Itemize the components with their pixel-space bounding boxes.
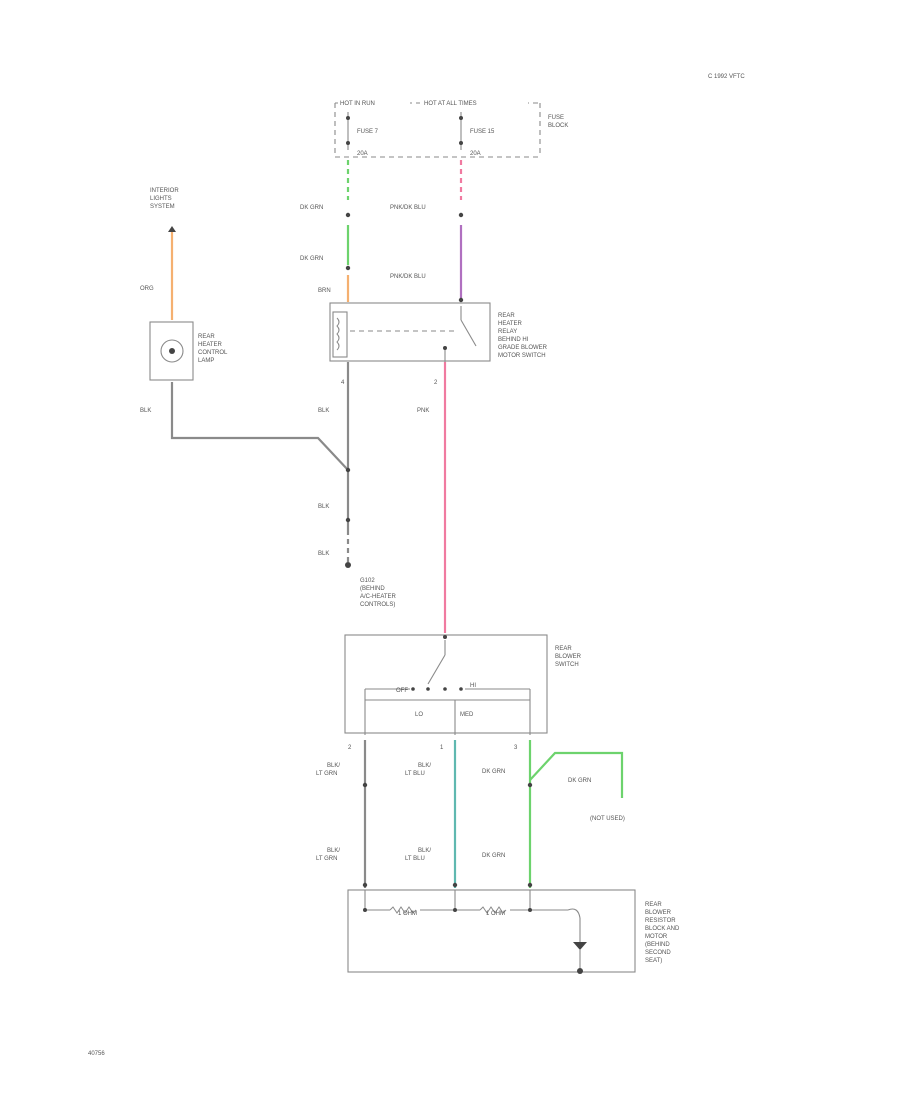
fuse-block-label-1: FUSE [548,115,564,121]
resistor-2-label: 1 OHM [486,911,505,917]
switch-pin-3: 3 [514,745,518,751]
not-used-label: (NOT USED) [590,816,625,822]
wire-label-blk-ltgrn-1a: BLK/ [327,763,340,769]
interior-lights-label-2: LIGHTS [150,196,172,202]
fuse-7-amps: 20A [357,151,368,157]
wire-label-pnk-blk-1: PNK/DK BLU [390,205,426,211]
resistor-label-4: BLOCK AND [645,926,680,932]
wire-label-dk-grn-2: DK GRN [300,256,323,262]
wire-label-blk-ltgrn-1b: LT GRN [316,771,337,777]
blower-motor-icon [573,942,587,950]
resistor-1-label: 1 OHM [398,911,417,917]
connector-arrow-icon [168,226,176,232]
wire-label-blk-2: BLK [318,504,329,510]
wire-label-dk-grn-1: DK GRN [300,205,323,211]
wire-label-blk-1: BLK [318,408,329,414]
wire-label-dk-grn-lower: DK GRN [482,853,505,859]
resistor-label-8: SEAT) [645,958,662,964]
wire-label-blk-ltblu-2b: LT BLU [405,856,425,862]
resistor-label-3: RESISTOR [645,918,676,924]
ground-icon [577,968,583,974]
resistor-label-7: SECOND [645,950,671,956]
rear-blower-switch [344,634,548,735]
relay-label-3: RELAY [498,329,517,335]
resistor-label-6: (BEHIND [645,942,670,948]
lamp-label-1: REAR [198,334,215,340]
relay-label-5: GRADE BLOWER [498,345,548,351]
wire-label-org: ORG [140,286,154,292]
fuse-block: HOT IN RUN HOT AT ALL TIMES FUSE 7 FUSE … [334,98,568,158]
relay-label-6: MOTOR SWITCH [498,353,546,359]
wire-label-blk-ltgrn-2b: LT GRN [316,856,337,862]
interior-lights-label-3: SYSTEM [150,204,175,210]
wire-label-pnk-blk-2: PNK/DK BLU [390,274,426,280]
lamp-label-4: LAMP [198,358,214,364]
resistor-label-2: BLOWER [645,910,672,916]
wire-label-blk-lamp: BLK [140,408,151,414]
hot-in-run-label: HOT IN RUN [340,101,375,107]
relay-label-2: HEATER [498,321,523,327]
interior-lights-label-1: INTERIOR [150,188,179,194]
resistor-label-1: REAR [645,902,662,908]
switch-off-label: OFF [396,688,408,694]
wire-label-brn: BRN [318,288,331,294]
ground-label-2: (BEHIND [360,586,385,592]
wire-label-blk-ltblu-1a: BLK/ [418,763,431,769]
switch-label-3: SWITCH [555,662,579,668]
ground-label-3: A/C-HEATER [360,594,397,600]
wire-dk-grn-branch [529,751,624,798]
wire-label-pnk: PNK [417,408,429,414]
switch-pin-1: 1 [440,745,444,751]
wire-label-blk-3: BLK [318,551,329,557]
relay-pin-2: 2 [434,380,438,386]
lamp-label-2: HEATER [198,342,223,348]
fuse-7-label: FUSE 7 [357,129,379,135]
copyright-code: C 1992 VFTC [708,74,745,80]
relay-label-1: REAR [498,313,515,319]
ground-label-1: G102 [360,578,375,584]
wire-blk-lamp [170,382,349,471]
wire-label-dk-grn-branch: DK GRN [568,778,591,784]
relay-label-4: BEHIND HI [498,337,529,343]
switch-label-1: REAR [555,646,572,652]
fuse-15-label: FUSE 15 [470,129,495,135]
rear-heater-control-lamp [149,321,194,381]
switch-pin-2: 2 [348,745,352,751]
wire-label-blk-ltgrn-2a: BLK/ [327,848,340,854]
lamp-label-3: CONTROL [198,350,228,356]
fuse-block-label-2: BLOCK [548,123,568,129]
figure-id: 40756 [88,1051,105,1057]
switch-lo-label: LO [415,712,423,718]
rear-blower-resistor-block [347,889,636,974]
switch-med-label: MED [460,712,474,718]
switch-hi-label: HI [470,683,476,689]
wire-label-blk-ltblu-2a: BLK/ [418,848,431,854]
switch-label-2: BLOWER [555,654,582,660]
resistor-label-5: MOTOR [645,934,668,940]
hot-at-all-times-label: HOT AT ALL TIMES [424,101,477,107]
ground-g102-icon [345,562,351,568]
ground-label-4: CONTROLS) [360,602,395,608]
relay-pin-4: 4 [341,380,345,386]
wire-label-dk-grn-right: DK GRN [482,769,505,775]
rear-heater-relay [329,302,491,362]
wire-label-blk-ltblu-1b: LT BLU [405,771,425,777]
fuse-15-amps: 20A [470,151,481,157]
